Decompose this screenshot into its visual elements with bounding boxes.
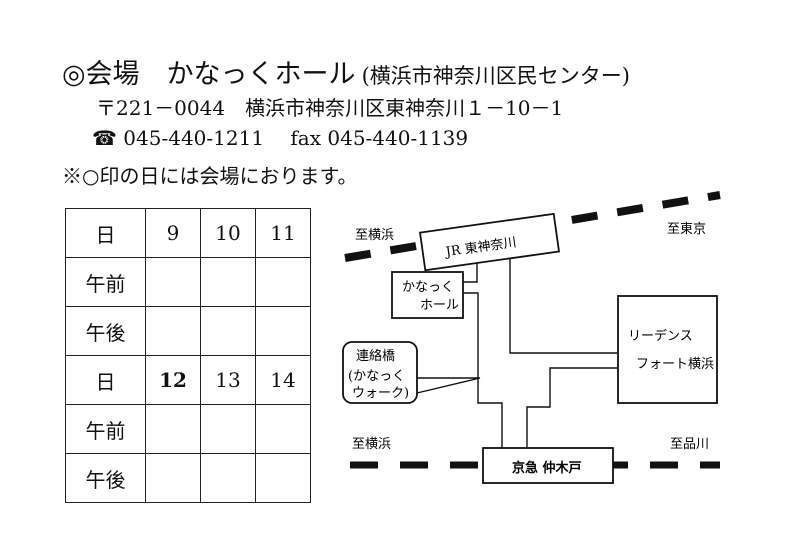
- pm-label: 午後: [65, 306, 146, 356]
- table-row: 午前: [65, 257, 311, 307]
- bridge-label: ウォーク): [352, 386, 409, 401]
- slot-cell: [255, 257, 311, 307]
- residence-label: リーデンス: [628, 328, 693, 344]
- bridge-label: (かなっく: [348, 369, 405, 384]
- direction-label: 至横浜: [355, 228, 394, 243]
- am-label: 午前: [65, 257, 146, 307]
- slot-cell: [200, 453, 256, 503]
- path-line: [509, 254, 617, 354]
- bridge-bubble: [342, 341, 418, 404]
- venue-title: ◎会場 かなっくホール(横浜市神奈川区民センター): [62, 52, 630, 91]
- slot-cell: [255, 453, 311, 503]
- path-line: [526, 367, 617, 448]
- path-line: [463, 292, 503, 448]
- slot-cell: [145, 257, 201, 307]
- residence-box: [617, 295, 718, 404]
- table-row: 日 12 13 14: [65, 355, 311, 405]
- jr-station-box: [419, 212, 561, 272]
- attendance-note: ※○印の日には会場におります。: [62, 164, 358, 188]
- slot-cell: [255, 404, 311, 454]
- direction-label: 至横浜: [352, 437, 391, 452]
- date-cell: 10: [200, 208, 256, 258]
- direction-label: 至品川: [670, 437, 709, 452]
- residence-label: フォート横浜: [636, 357, 714, 372]
- slot-cell: [145, 453, 201, 503]
- venue-contact: ☎ 045-440-1211 fax 045-440-1139: [92, 122, 468, 151]
- bridge-label: 連絡橋: [356, 348, 395, 364]
- schedule-table: 日 9 10 11 午前 午後 日 12 13 14 午前 午後: [65, 208, 311, 503]
- table-row: 午後: [65, 453, 311, 503]
- venue-name: かなっくホール: [166, 59, 356, 90]
- date-cell: 13: [200, 355, 256, 405]
- keikyu-station-label: 京急 仲木戸: [512, 460, 582, 476]
- am-label: 午前: [65, 404, 146, 454]
- phone-number: 045-440-1211: [123, 126, 265, 150]
- bridge-pointer: [416, 377, 481, 394]
- date-cell: 11: [255, 208, 311, 258]
- table-row: 日 9 10 11: [65, 208, 311, 258]
- phone-icon: ☎: [92, 126, 117, 150]
- direction-label: 至東京: [667, 221, 706, 237]
- hall-box: [391, 271, 464, 319]
- keikyu-station-box: [482, 447, 614, 484]
- slot-cell: [145, 404, 201, 454]
- venue-name-sub: (横浜市神奈川区民センター): [361, 64, 630, 88]
- slot-cell: [255, 306, 311, 356]
- table-row: 午前: [65, 404, 311, 454]
- path-line: [463, 256, 478, 283]
- hall-label: かなっく: [402, 280, 454, 295]
- venue-address: 〒221－0044 横浜市神奈川区東神奈川１－10－1: [96, 96, 564, 120]
- hall-label: ホール: [420, 298, 459, 313]
- pm-label: 午後: [65, 453, 146, 503]
- venue-title-prefix: ◎会場: [62, 59, 140, 90]
- date-cell: 14: [255, 355, 311, 405]
- fax-number: fax 045-440-1139: [290, 126, 469, 150]
